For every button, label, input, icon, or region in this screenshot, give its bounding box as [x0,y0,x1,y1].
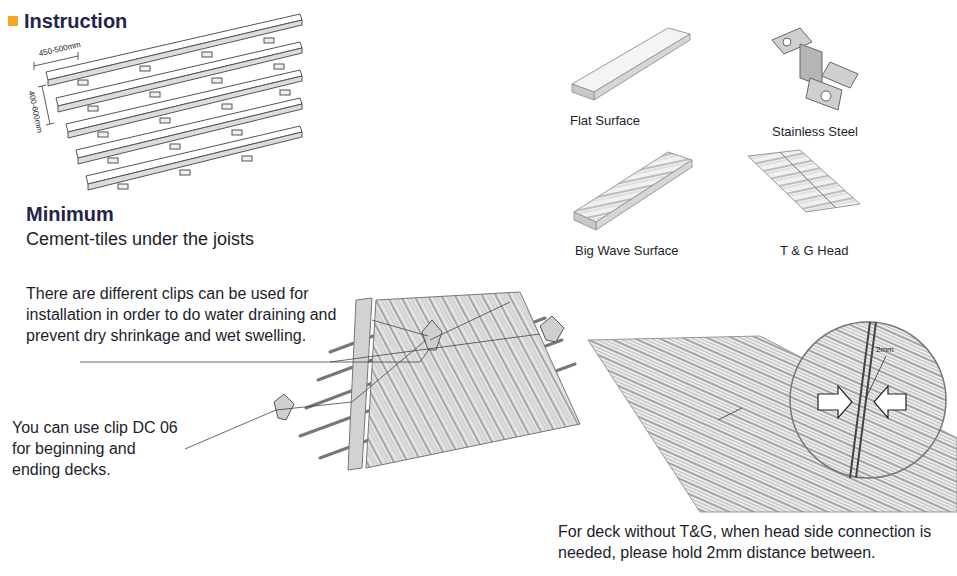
dimension-label: 400-600mm [25,88,45,136]
title-marker [8,16,18,26]
joists-figure [46,14,302,190]
steel-clip [772,28,858,110]
part-name: Flat Surface [570,113,640,130]
page-title: Instruction [24,8,127,34]
wave-board [574,152,692,230]
part-name: T & G Head [780,243,848,260]
note-text: There are different clips can be used fo… [26,284,376,346]
part-name: Big Wave Surface [575,243,679,260]
tg-board [748,150,860,212]
part-name: Stainless Steel [772,124,858,141]
section-subheading: Cement-tiles under the joists [26,228,254,251]
note-text: You can use clip DC 06 for beginning and… [12,418,187,480]
boards-closeup [588,322,957,512]
section-heading: Minimum [26,201,114,227]
dimension-label: 2mm [876,345,894,355]
flat-board [572,28,690,100]
note-text: For deck without T&G, when head side con… [558,522,953,564]
dimension-label: 450-500mm [36,39,84,60]
